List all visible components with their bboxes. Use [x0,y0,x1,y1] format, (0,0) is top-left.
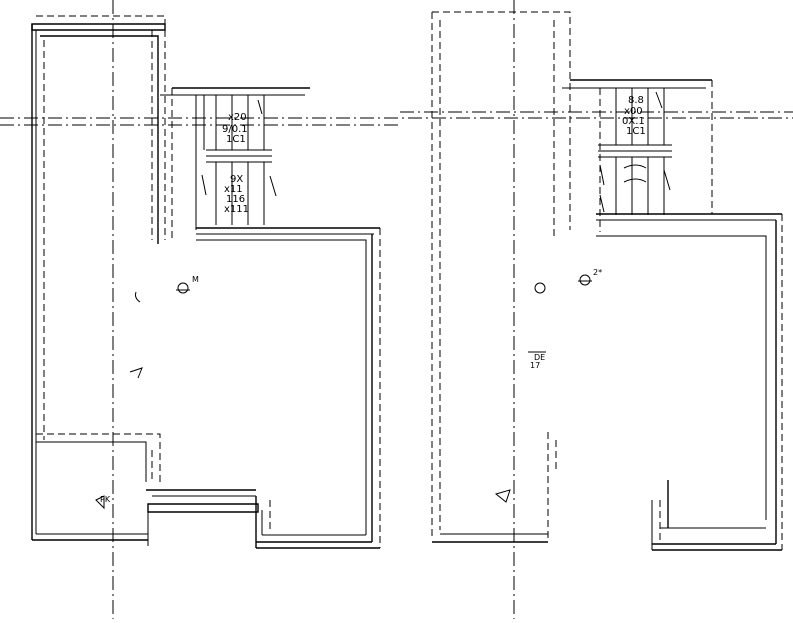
stair-label: 116 [226,194,245,205]
stair-label: x11 [224,184,243,195]
stair-label: 0X.1 [622,116,645,127]
stair-label: 1C1 [226,134,246,145]
main-room-inner-outline [596,235,767,520]
left-stair: x20 9/0.1 1C1 9X x11 116 x111 [160,87,310,240]
stair-break-mark [599,164,605,186]
fixture-marker-icon [579,274,591,286]
stair-label: 8.8 [628,95,644,106]
left-top-wall [31,23,166,31]
fixture-tag: 2* [593,268,602,277]
room-tag: PK [100,495,111,504]
lower-room-door-wall [147,503,259,513]
lower-room-inner-wall [36,441,147,482]
right-floor-plan: 8.8 x00 0X.1 1C1 [431,11,783,551]
stair-break-mark [257,99,263,115]
stair-label: 9X [230,174,243,185]
stair-break-mark [655,91,663,109]
stair-label: 9/0.1 [222,124,248,135]
left-upper-dashed-outline [36,15,166,240]
lower-room-dashed-outline [36,433,161,484]
stair-label: 1C1 [626,126,646,137]
left-inner-wall-top [40,35,159,244]
door-swing-icon [135,291,141,303]
right-stair: 8.8 x00 0X.1 1C1 [562,79,713,232]
stair-break-mark [599,194,605,213]
arrow-marker-icon [494,489,511,503]
stair-symbol-icon [623,164,647,169]
main-room-inner-outline [196,239,367,535]
stair-break-mark [269,175,277,197]
stair-symbol-icon [623,178,647,183]
stair-break-mark [663,169,671,191]
right-symbols: 2* DE 17 [494,268,602,503]
level-tag: DE [534,353,545,362]
fixture-marker-icon [534,282,546,294]
fixture-tag: M [192,275,199,284]
arrow-marker-icon [95,495,105,510]
stair-label: x00 [624,106,643,117]
stair-label: x20 [228,112,247,123]
left-symbols: M PK [95,275,199,510]
left-floor-plan: x20 9/0.1 1C1 9X x11 116 x111 [31,15,381,549]
level-tag: 17 [530,361,540,370]
right-outer-dashed-top [432,11,571,230]
arrow-marker-icon [129,367,143,379]
fixture-marker-icon [177,282,189,294]
stair-label: x111 [224,204,249,215]
stair-break-mark [201,174,207,196]
